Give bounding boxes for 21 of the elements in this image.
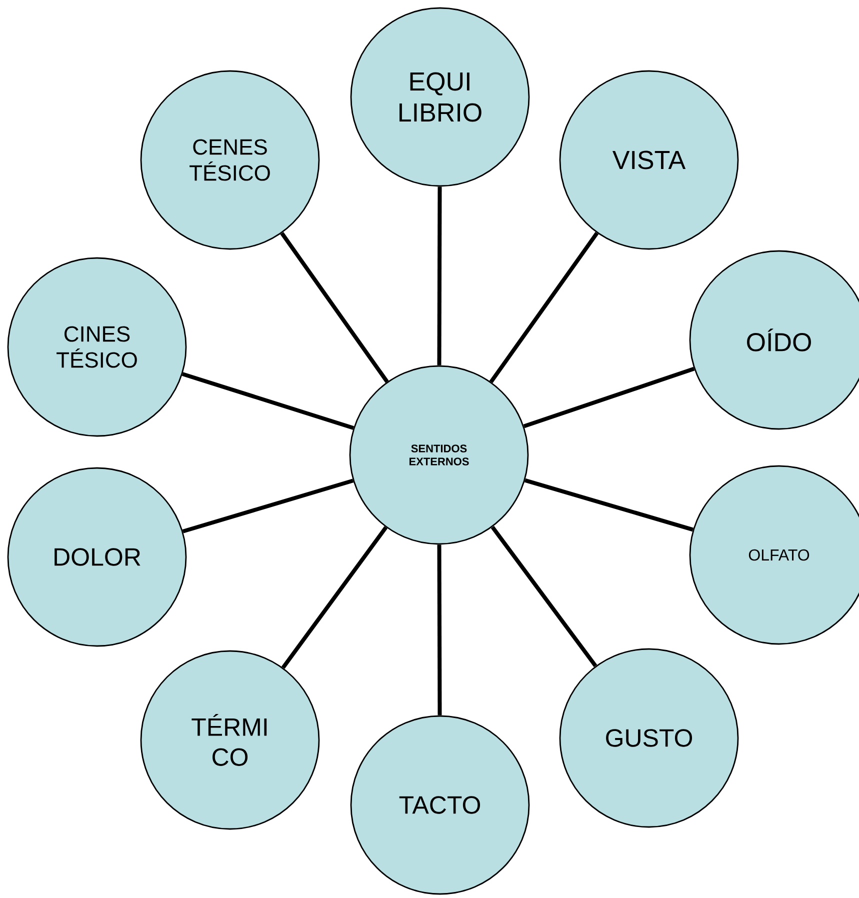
- circle-node: TÉRMI CO: [140, 650, 320, 830]
- connector-line: [281, 526, 388, 669]
- connector-line: [523, 366, 695, 428]
- connector-line: [490, 526, 598, 668]
- connector-line: [182, 372, 354, 430]
- connector-line: [182, 478, 354, 534]
- connector-line: [489, 232, 599, 384]
- circle-node: CENES TÉSICO: [140, 70, 320, 250]
- circle-node: GUSTO: [559, 648, 739, 828]
- connector-line: [437, 186, 442, 366]
- circle-node: CINES TÉSICO: [7, 257, 187, 437]
- circle-node: EQUI LIBRIO: [350, 7, 530, 187]
- circle-node: OLFATO: [689, 465, 859, 645]
- circle-node: TACTO: [350, 715, 530, 895]
- connector-line: [280, 232, 389, 383]
- circle-node: DOLOR: [7, 467, 187, 647]
- connector-line: [524, 478, 694, 532]
- circle-node: VISTA: [559, 70, 739, 250]
- circle-node: OÍDO: [689, 250, 859, 430]
- connector-line: [437, 544, 442, 716]
- circle-node: SENTIDOS EXTERNOS: [349, 365, 529, 545]
